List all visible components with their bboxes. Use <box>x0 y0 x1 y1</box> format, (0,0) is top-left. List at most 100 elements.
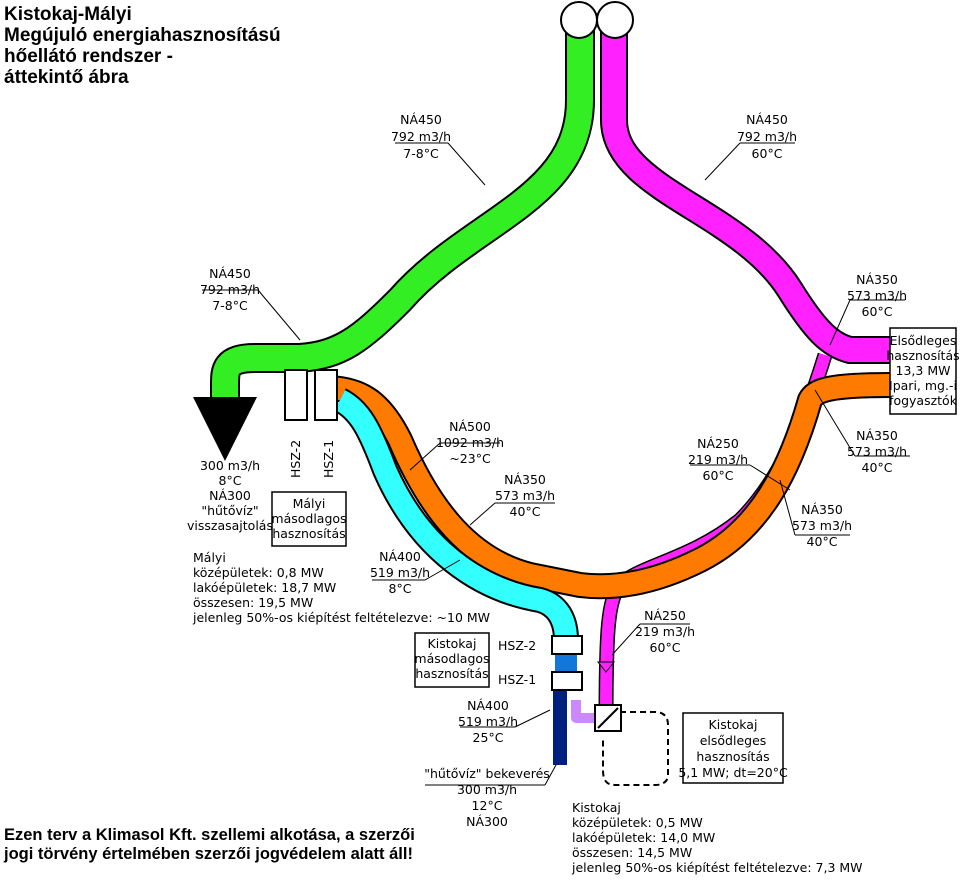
note-malyi-line-3: lakóépületek: 18,7 MW <box>193 580 336 595</box>
lbl-intake-line-1: "hűtővíz" bekeverés <box>424 766 550 781</box>
box-kist-e-line-3: hasznosítás <box>696 749 769 764</box>
note-malyi-line-5: jelenleg 50%-os kiépítést feltételezve: … <box>192 610 490 625</box>
lbl-top-left-line-1: NÁ450 <box>400 112 442 127</box>
lbl-left-mid-line-2: 792 m3/h <box>200 282 260 297</box>
box-elso-line-1: Elsődleges <box>890 333 957 348</box>
hot-pipe-fill <box>602 20 890 362</box>
hsz2-low-exchanger <box>551 635 583 655</box>
lbl-right-mid-line-1: NÁ350 <box>856 428 898 443</box>
label-hsz2-mid: HSZ-2 <box>288 440 303 478</box>
lbl-right-top-line-1: NÁ350 <box>856 272 898 287</box>
exchanger-diagonal <box>597 707 619 729</box>
lbl-na250-lower-line-2: 219 m3/h <box>635 624 695 639</box>
lbl-na250-upper-line-1: NÁ250 <box>697 436 739 451</box>
footer-line-2: jogi törvény értelmében szerzői jogvédel… <box>4 845 413 863</box>
dashed-loop <box>602 711 669 786</box>
label-top-left-main: NÁ450 792 m3/h 7-8°C <box>391 112 451 161</box>
lbl-na350-center-line-3: 40°C <box>510 504 541 519</box>
footer-line-1: Ezen terv a Klimasol Kft. szellemi alkot… <box>4 826 415 844</box>
lbl-na250-upper-line-3: 60°C <box>703 468 734 483</box>
note-malyi-line-2: középületek: 0,8 MW <box>193 565 324 580</box>
lbl-top-left-line-2: 792 m3/h <box>391 129 451 144</box>
box-kist-e-line-1: Kistokaj <box>709 717 758 732</box>
note-kist-line-2: középületek: 0,5 MW <box>572 815 703 830</box>
lbl-na400-low-line-1: NÁ400 <box>467 698 509 713</box>
note-malyi-line-4: összesen: 19,5 MW <box>193 595 313 610</box>
well-head-hot <box>596 1 634 39</box>
leader-lines <box>202 142 910 786</box>
note-kist-line-1: Kistokaj <box>572 800 621 815</box>
lbl-top-left-line-3: 7-8°C <box>403 146 439 161</box>
lbl-top-right-line-3: 60°C <box>752 146 783 161</box>
lbl-na500-line-1: NÁ500 <box>449 419 491 434</box>
box-elso-line-5: fogyasztók <box>889 393 958 408</box>
lbl-right-mid-line-3: 40°C <box>862 460 893 475</box>
copyright-footer: Ezen terv a Klimasol Kft. szellemi alkot… <box>4 826 415 864</box>
box-malyi-line-2: másodlagos <box>271 511 346 526</box>
lbl-right-lower-line-2: 573 m3/h <box>792 518 852 533</box>
lbl-na500-line-2: 1092 m3/h <box>436 435 504 450</box>
box-elso-line-4: Ipari, mg.-i <box>889 378 957 393</box>
note-malyi-line-1: Mályi <box>193 550 226 565</box>
lbl-right-mid-line-2: 573 m3/h <box>847 444 907 459</box>
lbl-na350-center-line-1: NÁ350 <box>504 472 546 487</box>
lbl-na250-lower-line-1: NÁ250 <box>644 608 686 623</box>
title-line-3: hőellátó rendszer - <box>4 46 173 67</box>
note-kist-line-4: összesen: 14,5 MW <box>572 845 692 860</box>
lbl-na400-low-line-3: 25°C <box>473 730 504 745</box>
title-line-1: Kistokaj-Mályi <box>4 4 132 25</box>
box-elsodleges-ipari <box>889 327 957 415</box>
cooled-pipe <box>333 388 579 641</box>
lbl-left-mid-line-3: 7-8°C <box>212 298 248 313</box>
cold-pipe-fill <box>212 20 593 420</box>
lbl-reinjection-line-5: visszasajtolás <box>187 518 273 533</box>
hsz2-exchanger <box>284 369 308 421</box>
down-flow-arrow <box>596 661 616 673</box>
lbl-reinjection-line-4: "hűtővíz" <box>201 503 258 518</box>
lbl-right-top-line-2: 573 m3/h <box>847 288 907 303</box>
title-line-2: Megújuló energiahasznosítású <box>4 25 281 46</box>
box-elso-line-3: 13,3 MW <box>896 363 951 378</box>
return-pipe <box>328 372 891 600</box>
box-kist-m-line-1: Kistokaj <box>428 636 477 651</box>
label-hsz2-low: HSZ-2 <box>498 638 536 653</box>
lbl-intake-line-4: NÁ300 <box>466 814 508 829</box>
lbl-na250-lower-line-3: 60°C <box>650 640 681 655</box>
cooled-pipe-fill <box>334 390 577 641</box>
box-kistokaj-masodlagos <box>414 632 490 688</box>
well-head-cold <box>560 1 598 39</box>
lbl-right-top-line-3: 60°C <box>862 304 893 319</box>
box-malyi-masodlagos <box>271 491 347 547</box>
lbl-top-right-line-1: NÁ450 <box>746 112 788 127</box>
lbl-right-lower-line-3: 40°C <box>807 534 838 549</box>
lbl-na400-low-line-2: 519 m3/h <box>458 714 518 729</box>
lbl-na350-center-line-2: 573 m3/h <box>495 488 555 503</box>
label-hsz1-low: HSZ-1 <box>498 672 536 687</box>
box-kist-m-line-3: hasznosítás <box>415 666 488 681</box>
lbl-na400-mid-line-3: 8°C <box>389 581 412 596</box>
label-hsz1-mid: HSZ-1 <box>321 440 336 478</box>
box-elso-line-2: hasznosítás <box>886 348 959 363</box>
note-kist-line-3: lakóépületek: 14,0 MW <box>572 830 715 845</box>
title-line-4: áttekintő ábra <box>4 67 129 88</box>
lbl-na400-mid-line-2: 519 m3/h <box>370 565 430 580</box>
lbl-right-lower-line-1: NÁ350 <box>801 502 843 517</box>
lbl-intake-line-3: 12°C <box>472 798 503 813</box>
